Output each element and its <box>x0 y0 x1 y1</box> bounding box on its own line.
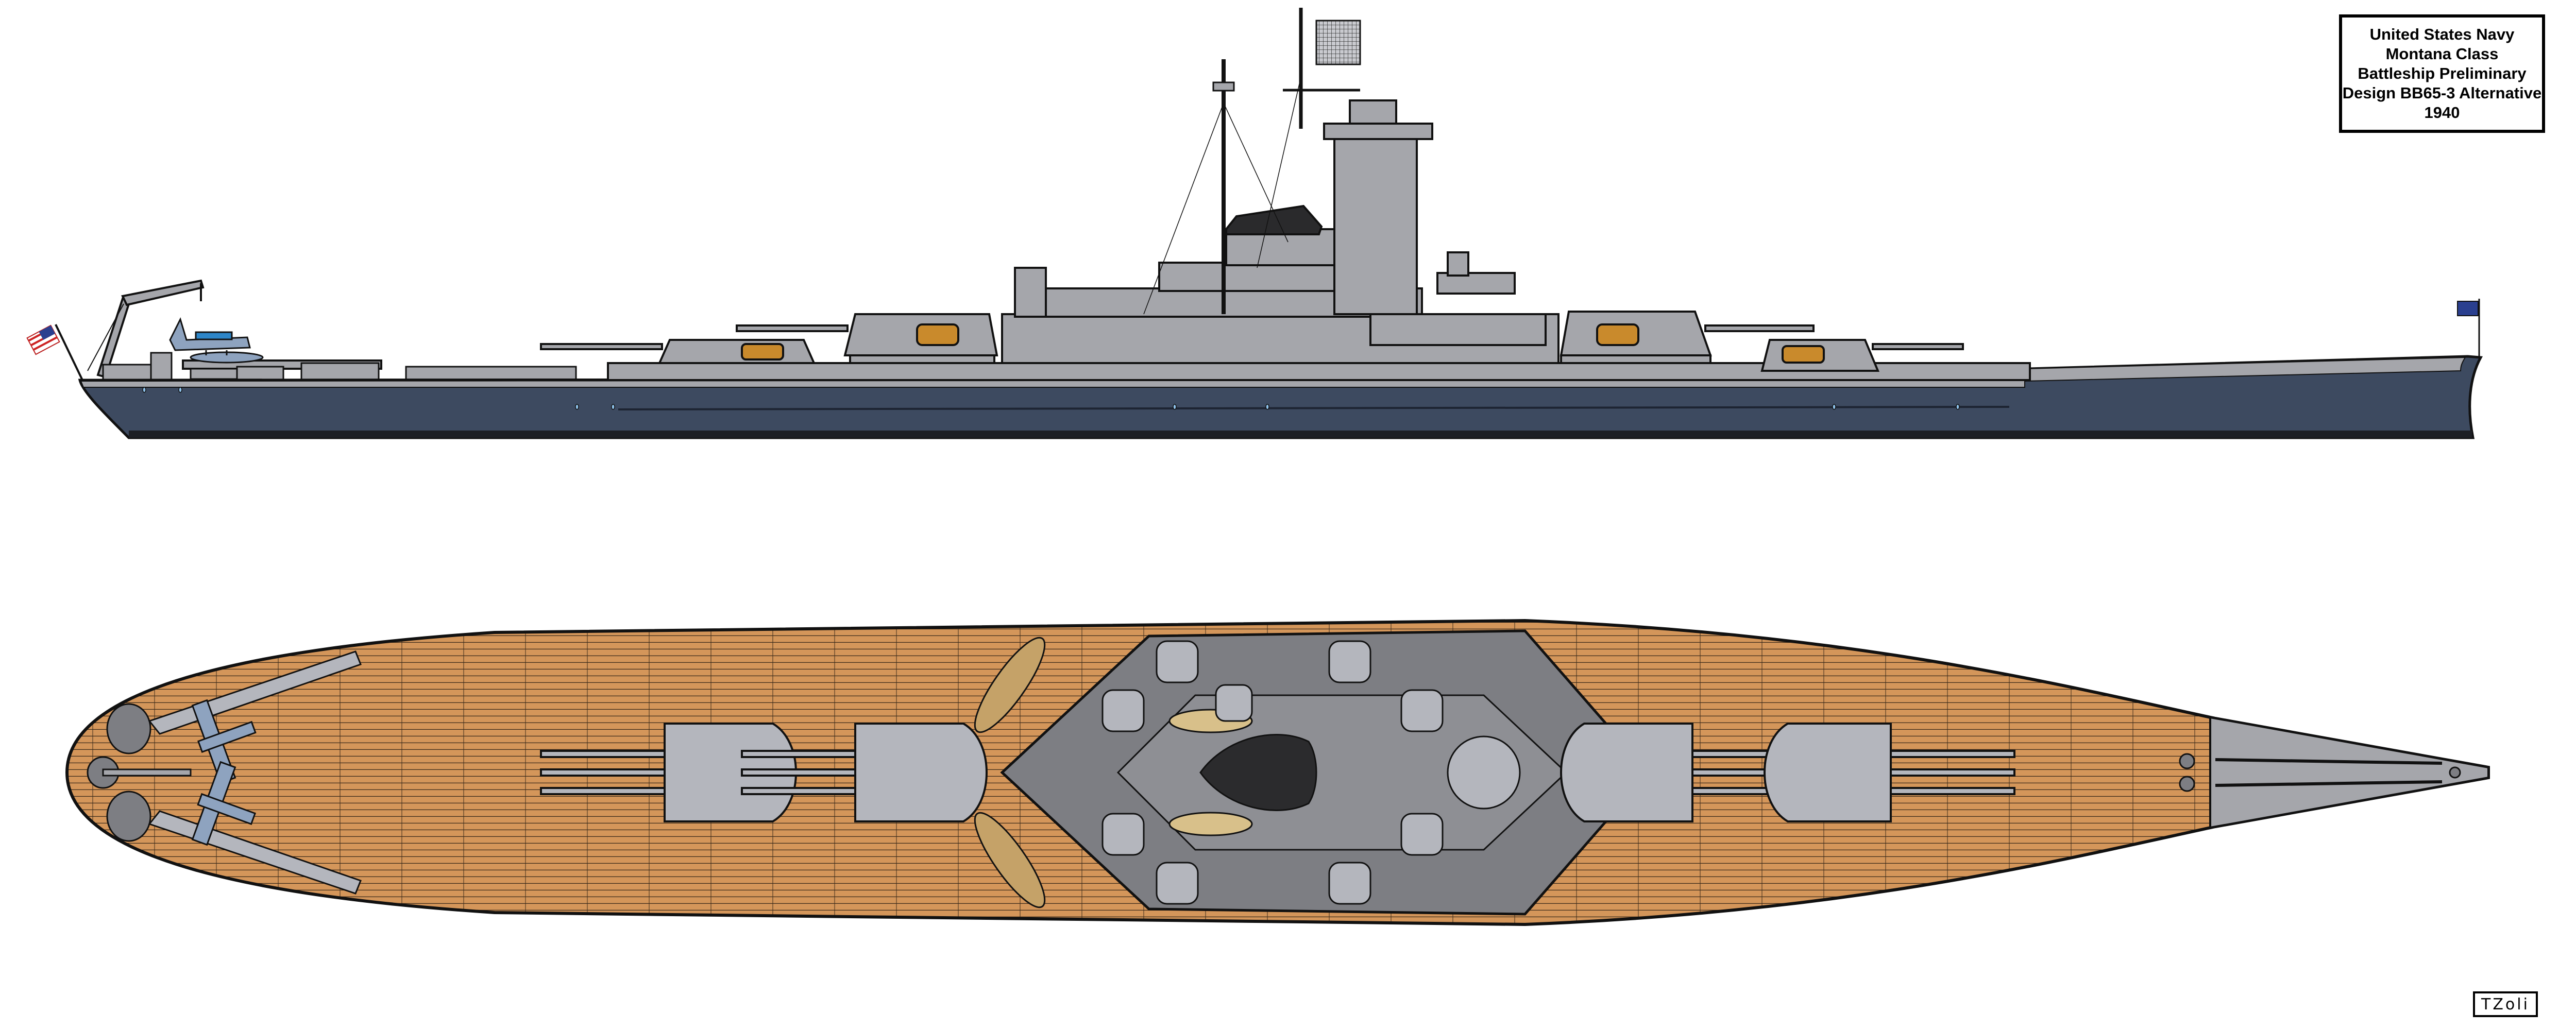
director-plan <box>1447 735 1521 810</box>
title-line-year: 1940 <box>2424 104 2460 122</box>
turret-b-side <box>1560 311 1815 364</box>
title-line-type: Battleship Preliminary <box>2358 64 2527 82</box>
turret-a-plan <box>1764 723 2015 822</box>
central-superstructure <box>1001 99 1560 364</box>
floatplane-icon <box>169 317 264 364</box>
title-line-class: Montana Class <box>2385 45 2499 63</box>
radar-antenna-icon <box>1315 20 1361 65</box>
boat <box>974 812 1046 908</box>
secondary-mounts <box>1101 640 1444 905</box>
hull-side <box>78 355 2483 439</box>
stern-deck-structures <box>102 352 577 382</box>
artist-signature: TZoli <box>2473 991 2538 1017</box>
portholes <box>142 387 1960 410</box>
title-block: United States Navy Montana Class Battles… <box>2339 14 2545 133</box>
stern-plan-items <box>87 650 362 895</box>
anchor-gear <box>2179 753 2461 792</box>
masts <box>1143 8 1361 315</box>
forecastle-band <box>2024 356 2466 382</box>
hull-upper-band <box>80 379 2025 388</box>
funnel-cap <box>1225 204 1323 235</box>
armor-belt-line <box>618 406 2010 410</box>
title-line-navy: United States Navy <box>2369 25 2515 43</box>
funnel-plan <box>1199 734 1317 811</box>
turret-y-side <box>540 339 816 364</box>
boat <box>974 637 1046 733</box>
waterline-boot <box>129 431 2472 438</box>
bow-steel-deck <box>2209 716 2489 829</box>
boat <box>1168 812 1253 836</box>
title-line-design: Design BB65-3 Alternative <box>2342 84 2542 102</box>
side-profile <box>26 8 2483 439</box>
bow-jack-flag-icon <box>2457 299 2480 357</box>
turret-a-side <box>1760 339 1964 372</box>
turret-x-side <box>736 313 998 364</box>
aircraft-crane <box>87 279 205 379</box>
plan-view <box>65 619 2490 926</box>
turret-y-plan <box>540 723 797 822</box>
turret-x-plan <box>741 723 988 822</box>
floatplane-plan-icon <box>191 699 257 846</box>
stern-flag-icon <box>26 324 83 381</box>
